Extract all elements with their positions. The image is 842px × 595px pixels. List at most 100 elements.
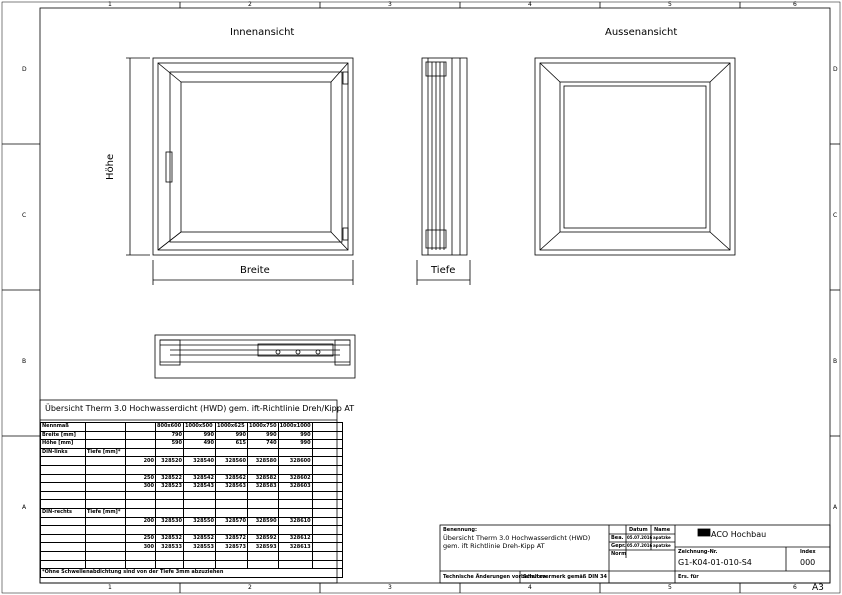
designation-label: Benennung: [443,527,477,533]
cell [247,464,279,475]
table-row [40,525,343,535]
cell [215,464,248,475]
cell: 328550 [183,516,216,527]
cell [277,550,313,561]
cell [183,490,216,501]
cell [155,447,184,458]
cell [183,464,216,475]
cell [247,507,279,518]
row-label: B [22,358,27,365]
cell [85,456,126,466]
window-handle [165,151,173,183]
cell [277,525,313,535]
cell: Tiefe [mm]* [85,507,126,518]
cell [277,447,313,458]
cell: 328562 [215,473,248,484]
cell [277,499,313,509]
column-label: 2 [248,1,252,8]
column-label: 1 [108,1,112,8]
cell [85,550,126,561]
section-view [154,334,356,379]
width-label: Breite [mm] [40,430,86,441]
drawn-label: Bea. [611,535,624,541]
cell: 328523 [155,482,184,492]
height-dimension-label: Höhe [105,153,116,180]
cell: 328552 [183,533,216,544]
cell [183,447,216,458]
cell [85,533,126,544]
cell [183,559,216,570]
size-header: 800x600 [155,422,184,432]
cell: 328582 [247,473,279,484]
column-label: 1 [108,584,112,591]
cell [85,473,126,484]
cell [40,464,86,475]
cell: 990 [183,430,216,441]
cell [85,559,126,570]
footnote: *Ohne Schwellenabdichtung sind von der T… [40,568,343,578]
aco-logo [697,528,711,537]
cell [215,550,248,561]
size-header: 1000x625 [215,422,248,432]
cell: 250 [125,533,156,544]
cell: 328610 [277,516,313,527]
cell [247,499,279,509]
cell: 740 [247,439,279,449]
protection-note: Schutzvermerk gemäß DIN 34 [523,574,608,580]
size-header: 1000x750 [247,422,279,432]
column-label: 3 [388,1,392,8]
cell [155,507,184,518]
cell [311,456,343,466]
cell: 328542 [183,473,216,484]
changes-note: Technische Änderungen vorbehalten [443,574,546,580]
cell: 328543 [183,482,216,492]
cell [155,559,184,570]
cell [311,499,343,509]
cell [311,507,343,518]
cell [155,550,184,561]
cell [183,525,216,535]
cell [215,499,248,509]
cell [85,525,126,535]
cell [183,507,216,518]
cell: DIN-links [40,447,86,458]
side-view [416,57,471,285]
cell [277,464,313,475]
cell: 250 [125,473,156,484]
height-label: Höhe [mm] [40,439,86,449]
cell: 328613 [277,542,313,552]
cell [311,473,343,484]
company-name: ACO Hochbau [711,530,767,539]
norm-label: Norm [611,551,627,557]
cell: 490 [183,439,216,449]
cell [125,525,156,535]
column-label: 6 [793,584,797,591]
cell [311,550,343,561]
cell [125,550,156,561]
sheet-size: A3 [812,583,824,593]
nominal-header: Nennmaß [40,422,86,432]
cell [311,482,343,492]
designation-line1: Übersicht Therm 3.0 Hochwasserdicht (HWD… [443,534,591,542]
cell: 328602 [277,473,313,484]
cell: 328533 [155,542,184,552]
cell [183,499,216,509]
row-label: D [22,66,27,73]
cell [311,542,343,552]
cell: 328592 [247,533,279,544]
table-row [40,550,343,561]
column-label: 3 [388,584,392,591]
cell: 990 [277,439,313,449]
cell [125,490,156,501]
cell: 328540 [183,456,216,466]
cell [247,525,279,535]
